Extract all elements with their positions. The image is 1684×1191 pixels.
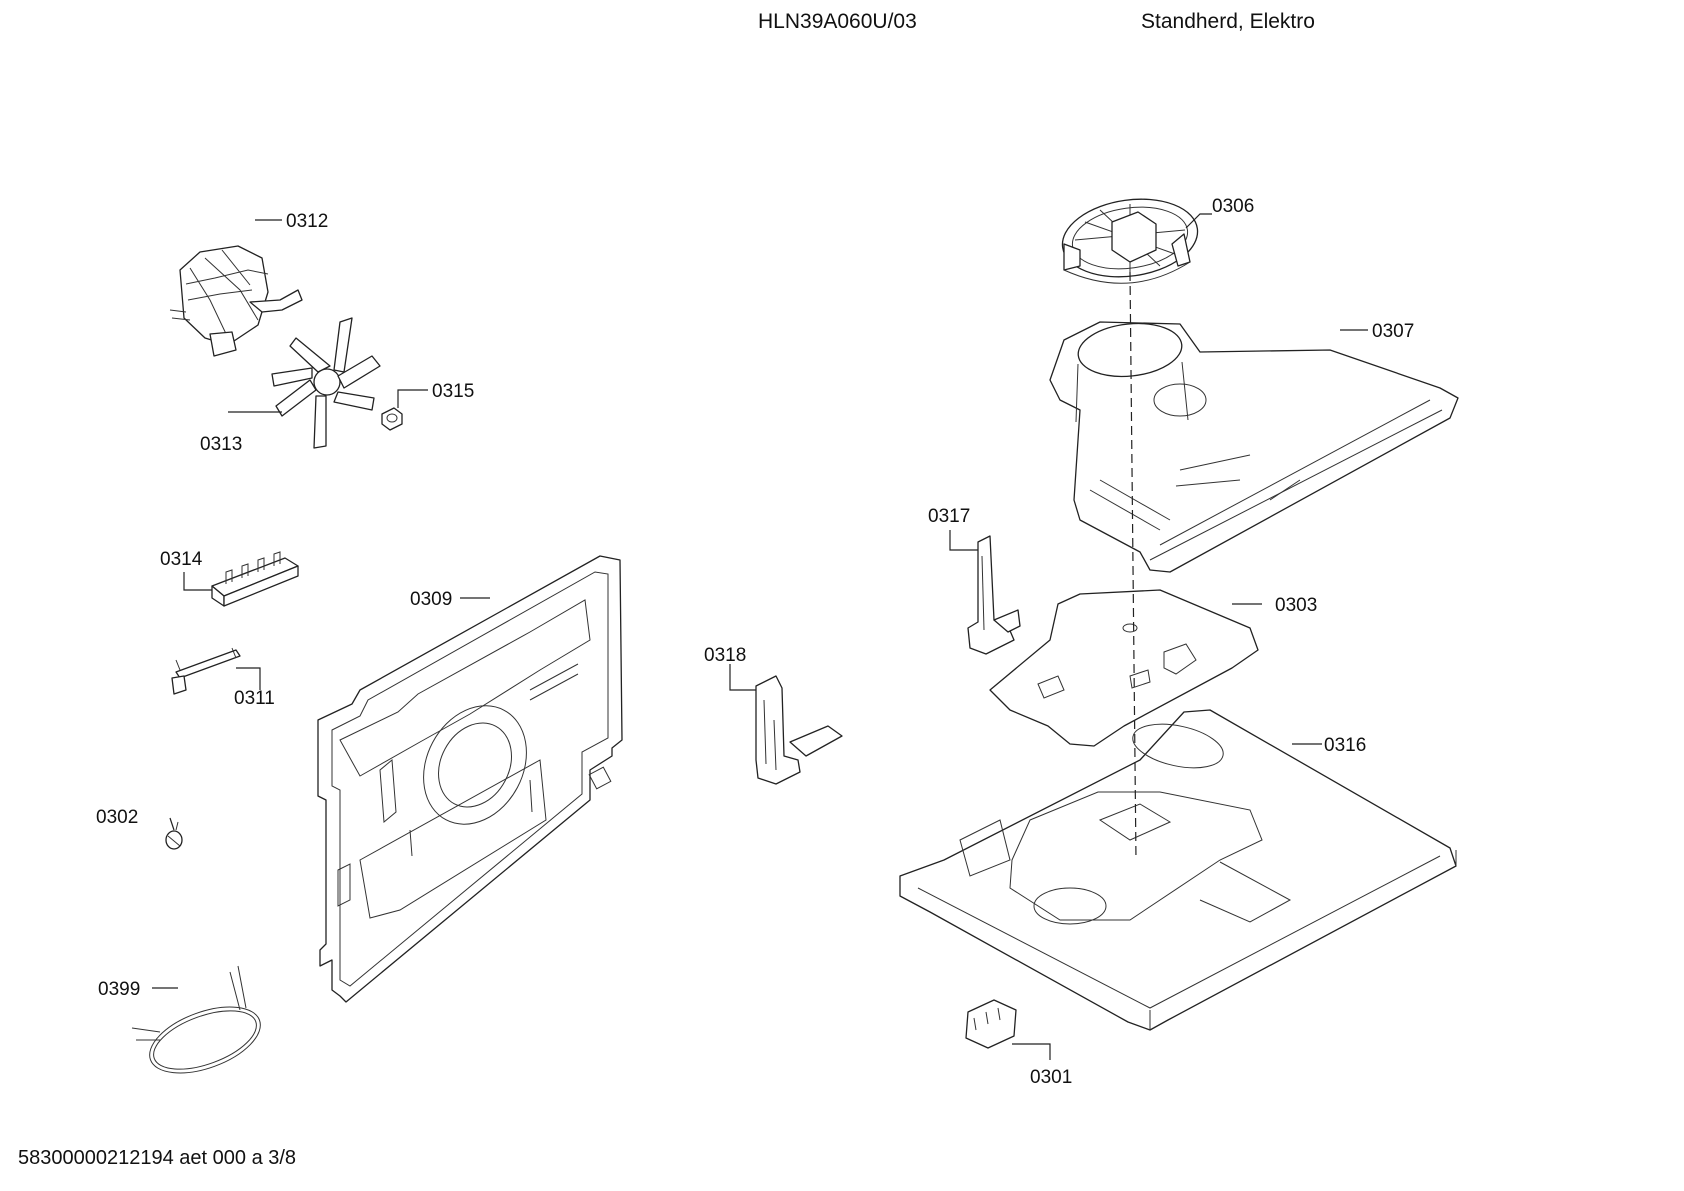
part-0312-fan-motor[interactable] bbox=[169, 245, 303, 357]
callout-0313: 0313 bbox=[200, 434, 242, 455]
part-0318-bracket[interactable] bbox=[755, 675, 843, 785]
part-0307-air-duct[interactable] bbox=[1049, 319, 1459, 573]
callout-0302: 0302 bbox=[96, 807, 138, 828]
callout-0307: 0307 bbox=[1372, 321, 1414, 342]
leader-0311 bbox=[236, 667, 261, 690]
leader-0302 bbox=[169, 817, 175, 831]
callout-0303: 0303 bbox=[1275, 595, 1317, 616]
leader-0314 bbox=[183, 572, 212, 591]
appliance-category: Standherd, Elektro bbox=[1141, 10, 1315, 33]
part-0301-connector[interactable] bbox=[965, 999, 1017, 1049]
part-0313-fan-blade[interactable] bbox=[271, 317, 381, 449]
document-id: 58300000212194 aet 000 a 3/8 bbox=[18, 1147, 297, 1169]
callout-0399: 0399 bbox=[98, 979, 140, 1000]
assembly-axis-line bbox=[1129, 271, 1137, 861]
part-0309-rear-panel[interactable] bbox=[317, 555, 623, 1003]
callout-0306: 0306 bbox=[1212, 196, 1254, 217]
part-0311-bracket[interactable] bbox=[171, 647, 241, 695]
leader-0306 bbox=[1185, 213, 1212, 229]
part-0306-fan-cover[interactable] bbox=[1057, 191, 1202, 285]
callout-0318: 0318 bbox=[704, 645, 746, 666]
part-0314-terminal-block[interactable] bbox=[211, 551, 299, 607]
callout-0314: 0314 bbox=[160, 549, 203, 570]
callout-0317: 0317 bbox=[928, 506, 970, 527]
leader-0318 bbox=[729, 664, 756, 691]
part-0316-base-plate[interactable] bbox=[899, 709, 1457, 1031]
part-0302-clip[interactable] bbox=[165, 821, 183, 850]
part-0315-nut[interactable] bbox=[381, 407, 403, 431]
part-0317-bracket[interactable] bbox=[967, 535, 1021, 655]
callout-0311: 0311 bbox=[234, 688, 275, 709]
callout-0312: 0312 bbox=[286, 211, 328, 232]
leader-0317 bbox=[949, 530, 978, 551]
leader-0301 bbox=[1012, 1043, 1051, 1060]
callout-0316: 0316 bbox=[1324, 735, 1366, 756]
callout-0315: 0315 bbox=[432, 381, 474, 402]
callout-0301: 0301 bbox=[1030, 1067, 1072, 1088]
callout-0309: 0309 bbox=[410, 589, 452, 610]
model-number: HLN39A060U/03 bbox=[758, 10, 917, 33]
part-0303-plate[interactable] bbox=[989, 589, 1259, 747]
leader-0315 bbox=[397, 389, 428, 408]
part-0399-cable[interactable] bbox=[131, 965, 269, 1086]
